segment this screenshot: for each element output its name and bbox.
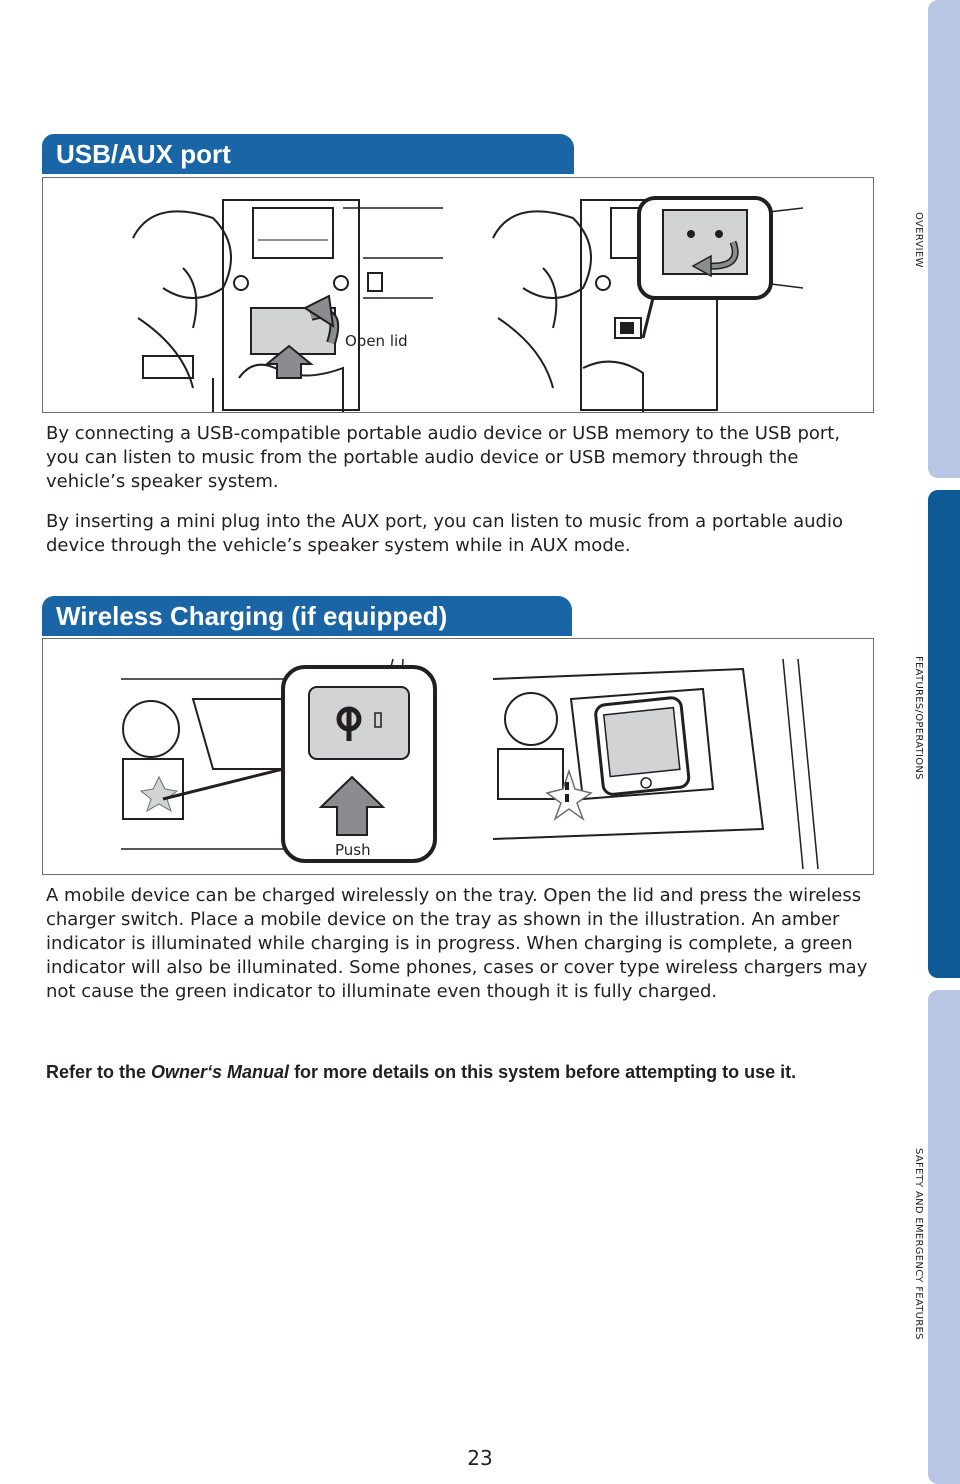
note-prefix: Refer to the xyxy=(46,1062,152,1082)
usb-aux-heading: USB/AUX port xyxy=(42,134,574,174)
phone-on-tray xyxy=(594,696,691,796)
tab-overview[interactable] xyxy=(928,0,960,478)
wireless-charging-heading: Wireless Charging (if equipped) xyxy=(42,596,572,636)
owners-manual-title: Owner‘s Manual xyxy=(151,1062,290,1082)
side-label-features: FEATURES/OPERATIONS xyxy=(913,656,924,780)
tab-features-operations[interactable] xyxy=(928,490,960,978)
console-drawing-wireless: Push xyxy=(121,658,819,870)
wireless-charging-illustration: Push xyxy=(42,638,874,875)
usb-paragraph: By connecting a USB-compatible portable … xyxy=(46,423,841,492)
open-lid-callout: Open lid xyxy=(345,332,408,350)
page-number: 23 xyxy=(467,1446,493,1470)
usb-aux-illustration: Open lid xyxy=(42,177,874,413)
dashboard-drawing-usb: Open lid xyxy=(132,196,804,412)
note-suffix: for more details on this system before a… xyxy=(289,1062,797,1082)
side-label-overview: OVERVIEW xyxy=(913,212,924,268)
side-label-safety: SAFETY AND EMERGENCY FEATURES xyxy=(913,1148,924,1340)
owners-manual-note: Refer to the Owner‘s Manual for more det… xyxy=(46,1060,868,1084)
aux-paragraph: By inserting a mini plug into the AUX po… xyxy=(46,511,843,556)
indicator-glow-icon xyxy=(139,775,179,813)
push-arrow-icon xyxy=(318,775,386,836)
wireless-paragraph: A mobile device can be charged wirelessl… xyxy=(46,885,868,1002)
tab-safety-emergency[interactable] xyxy=(928,990,960,1484)
push-callout: Push xyxy=(335,841,371,859)
